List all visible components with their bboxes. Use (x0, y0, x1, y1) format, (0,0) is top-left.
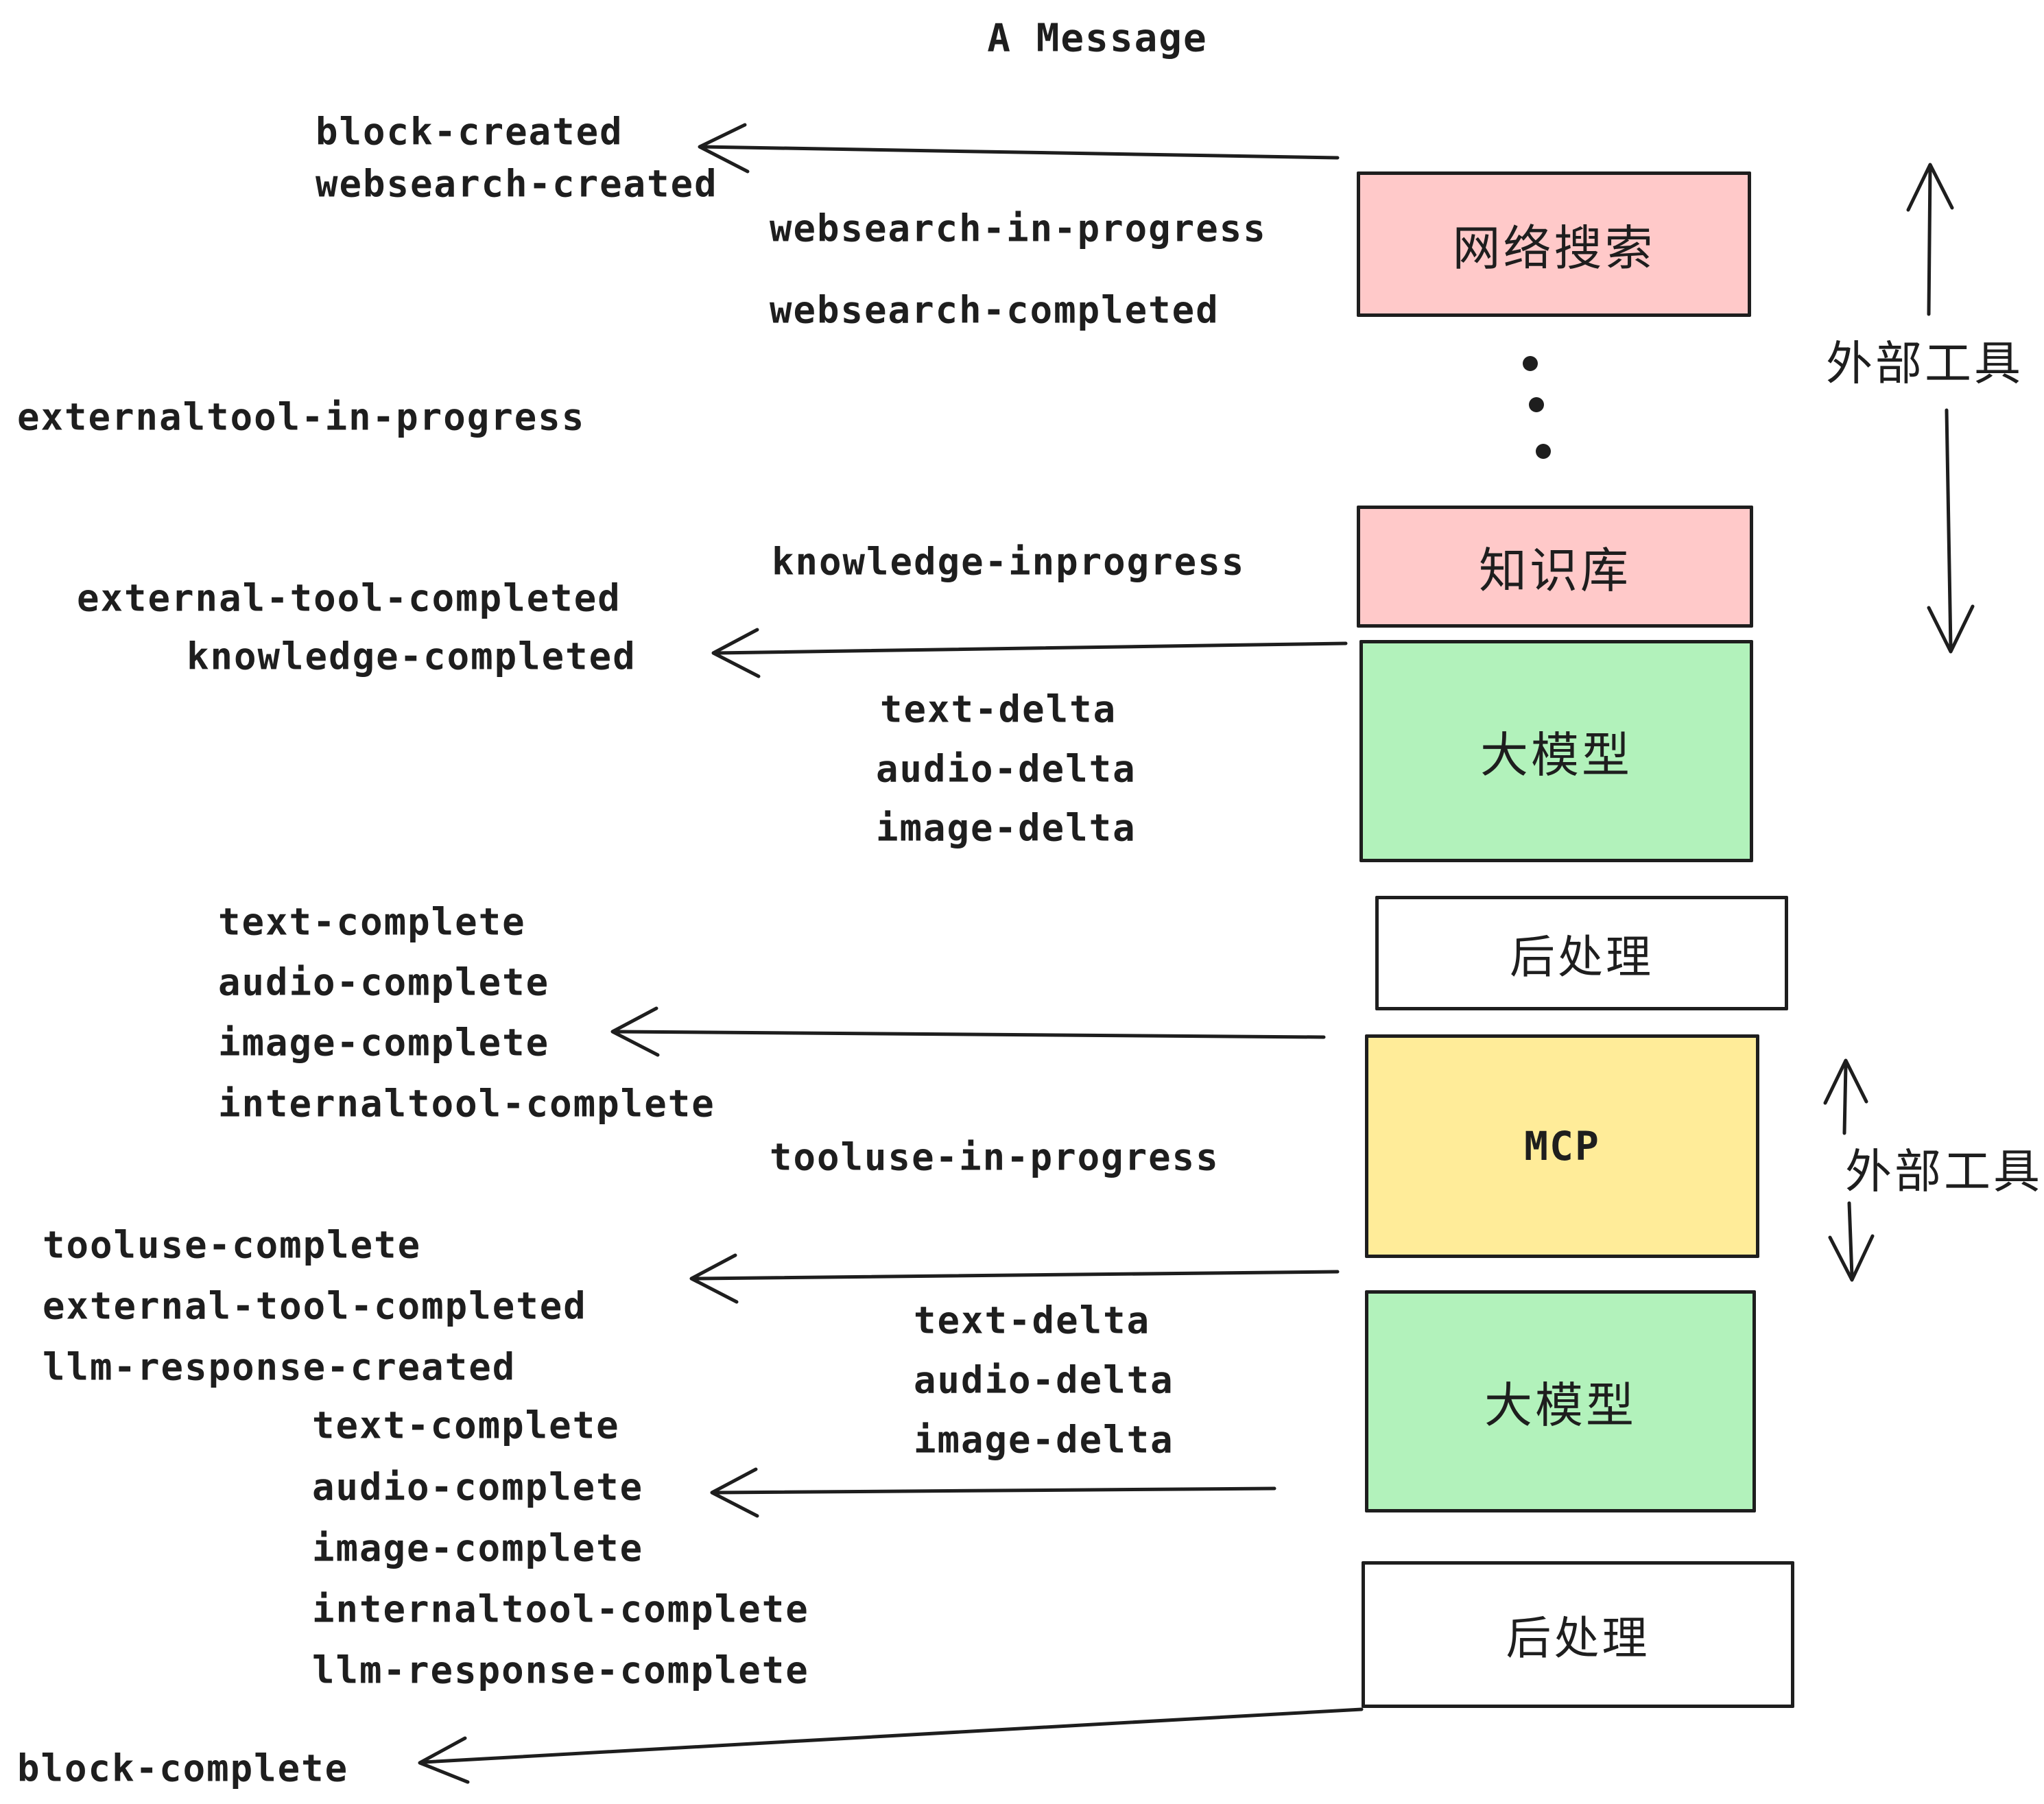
event-image-delta-1: image-delta (876, 806, 1137, 850)
event-websearch-created: websearch-created (316, 162, 718, 206)
event-audio-complete-1: audio-complete (218, 960, 550, 1004)
page-title: A Message (987, 16, 1208, 61)
event-image-complete-2: image-complete (312, 1526, 644, 1570)
event-knowledge-inprogress: knowledge-inprogress (772, 540, 1246, 584)
box-postprocess-1: 后处理 (1375, 896, 1788, 1010)
event-audio-complete-2: audio-complete (312, 1465, 644, 1509)
box-postprocess-2: 后处理 (1362, 1561, 1794, 1708)
box-llm-2-label: 大模型 (1484, 1378, 1637, 1432)
box-llm-1-label: 大模型 (1480, 728, 1632, 782)
box-postprocess-1-label: 后处理 (1510, 931, 1654, 982)
event-websearch-in-progress: websearch-in-progress (770, 206, 1267, 250)
box-llm-1: 大模型 (1359, 640, 1753, 862)
box-mcp-label: MCP (1524, 1123, 1600, 1170)
event-external-tool-completed-1: external-tool-completed (77, 576, 621, 620)
event-llm-response-complete: llm-response-complete (312, 1648, 809, 1692)
external-tools-up-arrow (1906, 163, 1954, 316)
box-postprocess-2-label: 后处理 (1506, 1613, 1650, 1663)
arrow-to-block-complete (418, 1707, 1364, 1784)
external-tools-label-mcp: 外部工具 (1844, 1146, 2043, 1198)
external-tools-down-arrow (1927, 408, 1975, 654)
arrow-to-knowledge-completed (711, 628, 1348, 678)
ellipsis-dots (1523, 356, 1551, 459)
event-llm-response-created: llm-response-created (43, 1345, 516, 1389)
box-knowledge: 知识库 (1357, 506, 1753, 628)
event-internaltool-complete-1: internaltool-complete (218, 1082, 715, 1126)
mcp-external-tools-down-arrow (1828, 1201, 1875, 1282)
event-block-created: block-created (316, 110, 623, 154)
arrow-to-websearch-created (698, 123, 1340, 174)
event-image-delta-2: image-delta (914, 1418, 1174, 1462)
event-knowledge-completed: knowledge-completed (187, 634, 637, 678)
event-text-complete-1: text-complete (218, 900, 526, 944)
box-llm-2: 大模型 (1365, 1290, 1756, 1512)
box-mcp: MCP (1365, 1034, 1759, 1258)
box-websearch: 网络搜索 (1357, 171, 1751, 317)
event-text-delta-2: text-delta (914, 1298, 1151, 1342)
mcp-external-tools-up-arrow (1823, 1058, 1868, 1135)
event-externaltool-in-progress: externaltool-in-progress (17, 395, 586, 439)
event-external-tool-completed-2: external-tool-completed (43, 1284, 587, 1328)
box-websearch-label: 网络搜索 (1452, 221, 1656, 275)
event-tooluse-complete: tooluse-complete (43, 1223, 422, 1267)
event-text-delta-1: text-delta (880, 687, 1117, 731)
event-text-complete-2: text-complete (312, 1403, 620, 1447)
event-audio-delta-2: audio-delta (914, 1358, 1174, 1402)
arrow-to-audio-complete (710, 1467, 1276, 1518)
event-internaltool-complete-2: internaltool-complete (312, 1587, 809, 1631)
event-image-complete-1: image-complete (218, 1021, 550, 1065)
box-knowledge-label: 知识库 (1479, 543, 1631, 597)
event-tooluse-in-progress: tooluse-in-progress (770, 1135, 1220, 1179)
event-block-complete: block-complete (17, 1746, 349, 1790)
event-websearch-completed: websearch-completed (770, 288, 1220, 332)
arrow-to-external-tool-completed (689, 1253, 1340, 1304)
external-tools-label-top: 外部工具 (1825, 337, 2024, 390)
arrow-to-image-complete (610, 1006, 1326, 1057)
event-audio-delta-1: audio-delta (876, 747, 1137, 791)
